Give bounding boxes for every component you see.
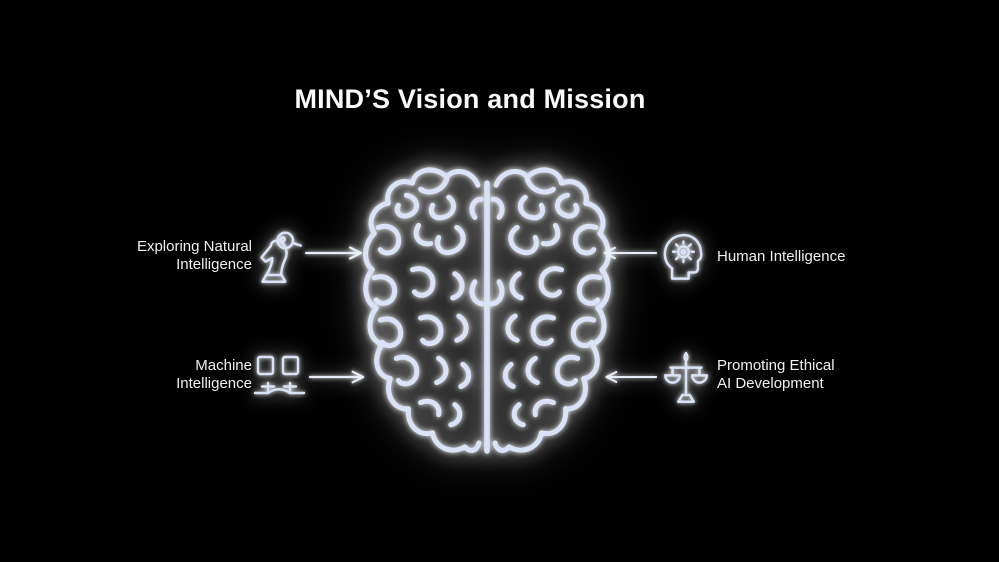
label-line-2: Intelligence bbox=[176, 374, 252, 392]
label-human-intelligence: Human Intelligence bbox=[717, 248, 892, 266]
label-line-1: Promoting Ethical bbox=[717, 357, 835, 374]
head-gear-icon bbox=[663, 234, 703, 280]
slide-title: MIND’S Vision and Mission bbox=[294, 84, 646, 114]
label-line-1: Exploring Natural bbox=[136, 238, 252, 255]
label-exploring-natural-intelligence: Exploring Natural Intelligence bbox=[100, 238, 252, 273]
arrow-left-icon bbox=[603, 246, 658, 260]
arrow-left-icon bbox=[605, 371, 658, 383]
label-line-2: Intelligence bbox=[176, 255, 252, 273]
label-line-1: Machine bbox=[195, 357, 252, 374]
label-line-2: AI Development bbox=[717, 374, 824, 392]
connected-machines-icon bbox=[253, 355, 306, 395]
brain-icon bbox=[363, 161, 612, 454]
chess-knight-magnifier-icon bbox=[260, 231, 302, 284]
arrow-right-icon bbox=[304, 246, 363, 260]
label-machine-intelligence: Machine Intelligence bbox=[100, 357, 252, 392]
balance-scales-icon bbox=[664, 351, 708, 404]
label-promoting-ethical-ai: Promoting Ethical AI Development bbox=[717, 357, 897, 392]
label-line-1: Human Intelligence bbox=[717, 248, 846, 265]
arrow-right-icon bbox=[308, 370, 365, 384]
